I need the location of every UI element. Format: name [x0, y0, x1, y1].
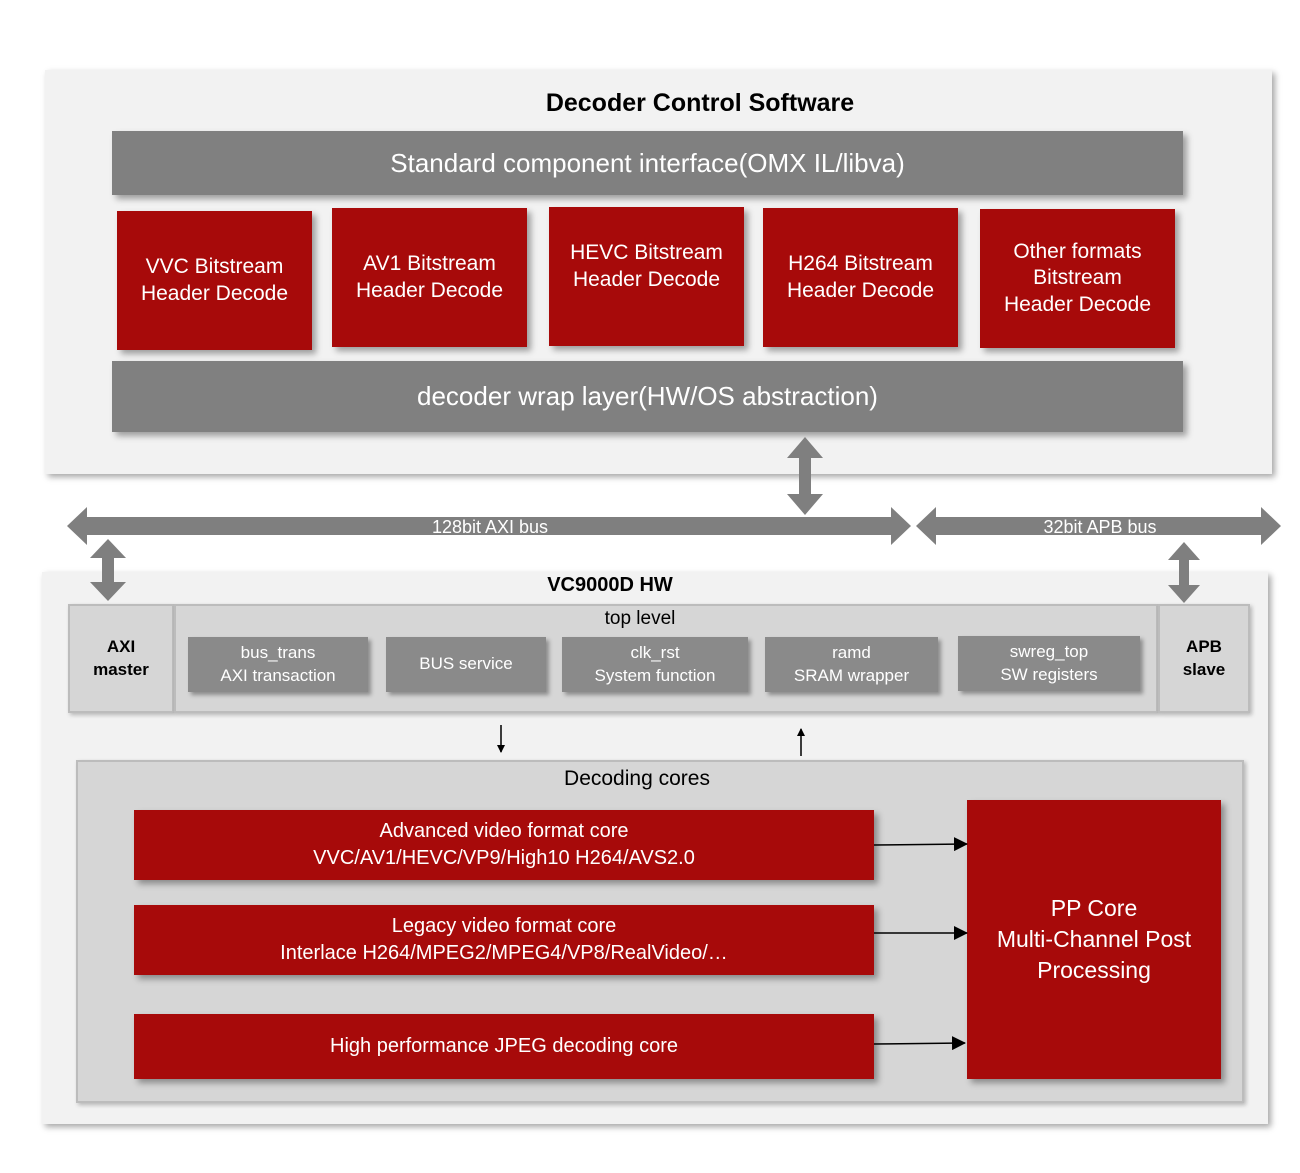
software-bus-connector [787, 437, 823, 515]
top-level-label: top level [604, 608, 676, 629]
advanced-to-pp-arrow [873, 837, 968, 852]
apb-slave-box: APB slave [1158, 604, 1250, 713]
axi-master-line2: master [93, 659, 149, 679]
core-legacy-line1: Legacy video format core [391, 915, 617, 937]
apb-bus-arrow [916, 507, 1281, 545]
decoder-other: Other formats Bitstream Header Decode [980, 209, 1175, 348]
axi-bus-label: 128bit AXI bus [431, 516, 549, 537]
core-advanced: Advanced video format core VVC/AV1/HEVC/… [134, 810, 874, 880]
apb-slave-connector [1168, 542, 1200, 603]
wrap-layer-bar: decoder wrap layer(HW/OS abstraction) [112, 361, 1183, 432]
apb-slave-line2: slave [1182, 659, 1226, 679]
module-ramd-line2: SRAM wrapper [793, 665, 910, 685]
decoder-hevc: HEVC Bitstream Header Decode [549, 207, 744, 346]
core-advanced-line2: VVC/AV1/HEVC/VP9/High10 H264/AVS2.0 [313, 847, 695, 869]
module-swreg-top-line2: SW registers [1000, 664, 1098, 684]
decoder-hevc-line1: HEVC Bitstream [570, 241, 723, 265]
core-jpeg-line1: High performance JPEG decoding core [330, 1035, 678, 1057]
pp-core-line1: PP Core [1050, 894, 1138, 921]
module-ramd-line1: ramd [832, 643, 871, 663]
module-swreg-top: swreg_top SW registers [958, 636, 1140, 691]
core-advanced-line1: Advanced video format core [379, 820, 629, 842]
axi-master-box: AXI master [68, 604, 174, 713]
module-clk-rst-line2: System function [594, 665, 716, 685]
decoder-av1-line1: AV1 Bitstream [363, 252, 496, 276]
axi-bus-arrow [67, 507, 911, 545]
interface-bar: Standard component interface(OMX IL/libv… [112, 131, 1183, 195]
axi-master-line1: AXI [106, 636, 136, 656]
pp-core-line3: Processing [1037, 957, 1151, 984]
decoder-h264-line1: H264 Bitstream [788, 252, 933, 276]
hardware-title: VC9000D HW [547, 573, 673, 596]
decoding-cores-label: Decoding cores [564, 767, 710, 790]
module-bus-service-line1: BUS service [419, 654, 513, 674]
core-legacy: Legacy video format core Interlace H264/… [134, 905, 874, 975]
apb-bus-label: 32bit APB bus [1043, 516, 1157, 537]
core-legacy-line2: Interlace H264/MPEG2/MPEG4/VP8/RealVideo… [280, 942, 728, 964]
decoder-vvc-line2: Header Decode [140, 281, 289, 305]
module-clk-rst-line1: clk_rst [630, 643, 680, 663]
module-bus-trans: bus_trans AXI transaction [188, 637, 368, 692]
decoder-av1-line2: Header Decode [355, 278, 504, 302]
decoder-hevc-line2: Header Decode [572, 267, 721, 291]
decoder-other-line1: Other formats [1013, 240, 1142, 264]
software-title: Decoder Control Software [545, 88, 855, 117]
pp-core-line2: Multi-Channel Post [996, 925, 1192, 952]
decoder-other-line3: Header Decode [1003, 292, 1152, 316]
decoder-other-line2: Bitstream [1033, 266, 1122, 290]
decoder-vvc: VVC Bitstream Header Decode [117, 211, 312, 350]
decoder-h264: H264 Bitstream Header Decode [763, 208, 958, 347]
jpeg-to-pp-arrow [873, 1036, 966, 1051]
decoder-h264-line2: Header Decode [786, 278, 935, 302]
module-bus-trans-line1: bus_trans [240, 643, 316, 663]
module-swreg-top-line1: swreg_top [1009, 642, 1089, 662]
module-bus-trans-line2: AXI transaction [220, 665, 336, 685]
module-bus-service: BUS service [386, 637, 546, 692]
core-jpeg: High performance JPEG decoding core [134, 1014, 874, 1079]
decoder-av1: AV1 Bitstream Header Decode [332, 208, 527, 347]
pp-core: PP Core Multi-Channel Post Processing [967, 800, 1221, 1079]
decoder-vvc-line1: VVC Bitstream [145, 255, 284, 279]
apb-slave-line1: APB [1186, 636, 1222, 656]
axi-master-connector [90, 539, 126, 601]
module-clk-rst: clk_rst System function [562, 637, 748, 692]
module-ramd: ramd SRAM wrapper [765, 637, 938, 692]
